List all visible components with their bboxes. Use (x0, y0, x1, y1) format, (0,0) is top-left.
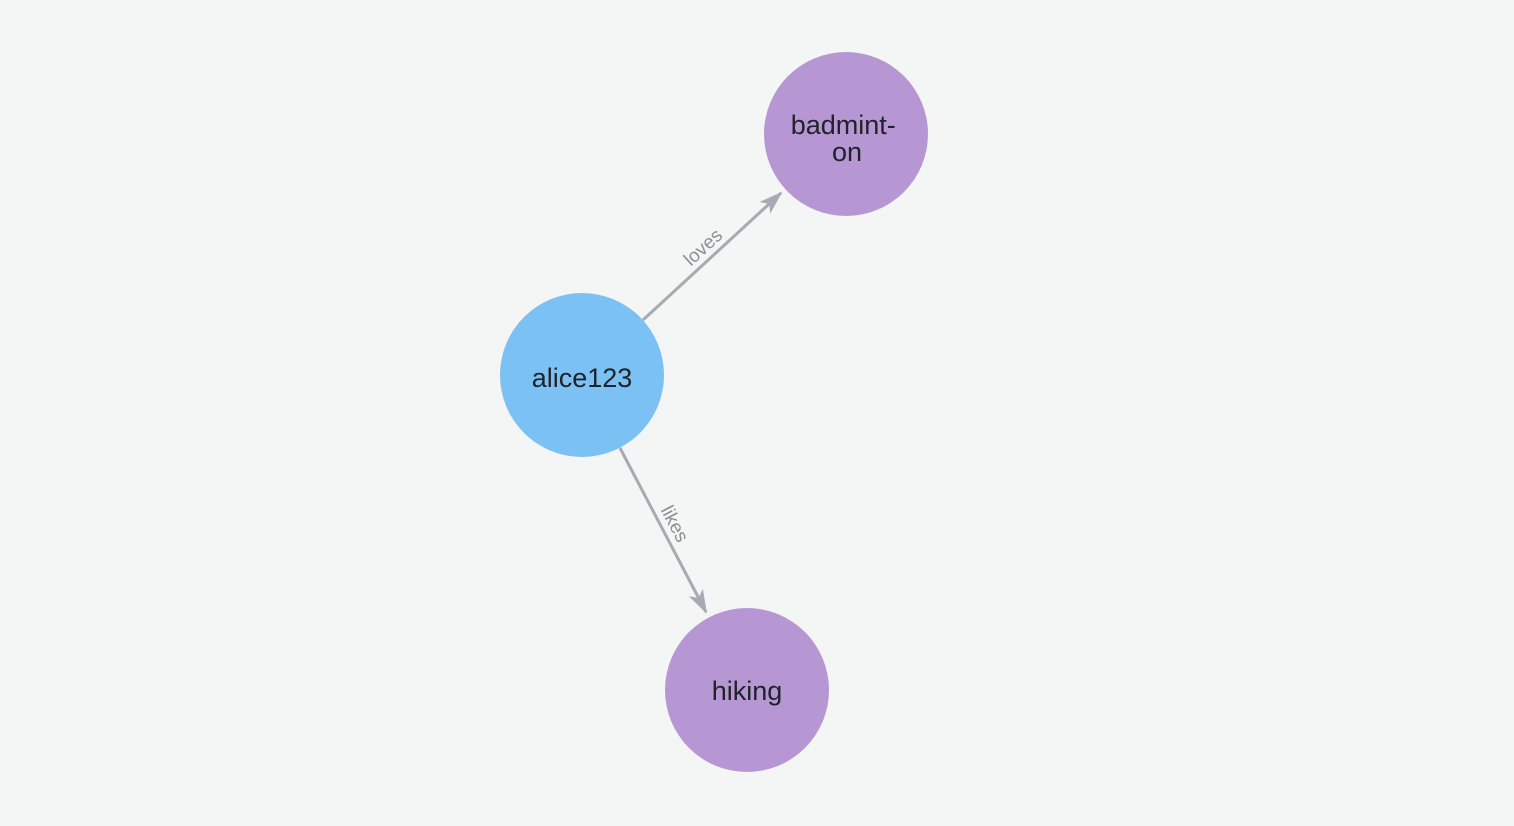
edge-likes-line[interactable] (618, 447, 708, 614)
node-label-badminton: badmint- on (791, 110, 904, 167)
edge-loves-line[interactable] (641, 191, 783, 322)
edge-likes[interactable]: likes (618, 447, 708, 614)
graph-node-hiking[interactable]: hiking (665, 608, 829, 772)
node-label-badminton-line1: badmint- (791, 110, 896, 140)
graph-node-alice123[interactable]: alice123 (500, 293, 664, 457)
graph-node-badminton[interactable]: badmint- on (764, 52, 928, 216)
node-circle-badminton[interactable] (764, 52, 928, 216)
node-circle-alice123[interactable] (500, 293, 664, 457)
node-label-hiking: hiking (712, 676, 783, 706)
edge-loves[interactable]: loves (641, 191, 783, 322)
node-circle-hiking[interactable] (665, 608, 829, 772)
node-label-badminton-line2: on (832, 137, 862, 167)
node-label-alice123: alice123 (532, 363, 633, 393)
